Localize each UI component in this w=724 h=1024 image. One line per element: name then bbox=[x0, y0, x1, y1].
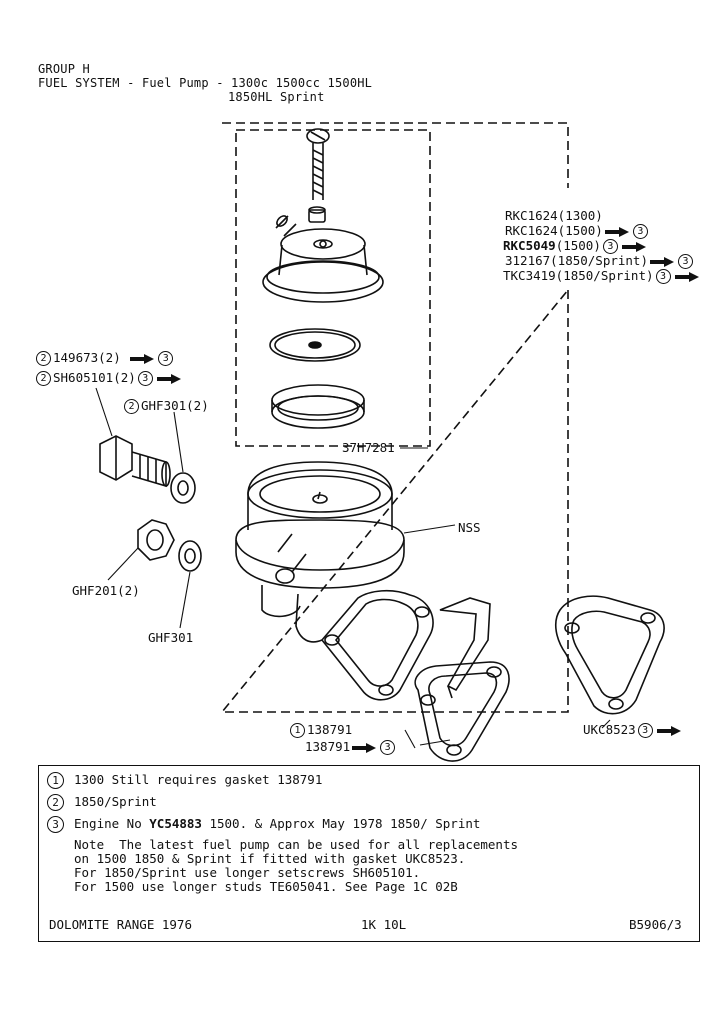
filter-disc bbox=[269, 328, 361, 362]
note-line: on 1500 1850 & Sprint if fitted with gas… bbox=[74, 851, 466, 866]
gasket-138791 bbox=[414, 661, 510, 762]
callout-138791-a-text: 138791 bbox=[307, 722, 353, 737]
arrow-icon bbox=[674, 271, 699, 282]
notes-box: 1 1300 Still requires gasket 138791 2 1850… bbox=[38, 765, 700, 942]
note-line: For 1500 use longer studs TE605041. See … bbox=[74, 879, 458, 894]
callout-rkc5049-suffix: (1500) bbox=[555, 238, 601, 253]
callout-rkc1624-1300: RKC1624(1300) bbox=[505, 208, 603, 223]
callout-rkc5049-part: RKC5049 bbox=[503, 238, 556, 253]
circle-ref-2: 2 bbox=[36, 371, 51, 386]
circle-ref-3: 3 bbox=[632, 224, 648, 239]
arrow-icon bbox=[130, 353, 155, 364]
arrow-icon bbox=[656, 725, 681, 736]
leader-lines bbox=[95, 387, 611, 749]
circle-ref-2: 2 bbox=[36, 351, 51, 366]
circle-ref-2: 2 bbox=[124, 399, 139, 414]
callout-ukc8523-text: UKC8523 bbox=[583, 722, 636, 737]
footer-page: 1K 10L bbox=[361, 917, 407, 932]
arrow-icon bbox=[604, 226, 629, 237]
note-3: 3 Engine No YC54883 1500. & Approx May 19… bbox=[47, 816, 480, 833]
footer-ref: B5906/3 bbox=[629, 917, 682, 932]
footer-range: DOLOMITE RANGE 1976 bbox=[49, 917, 192, 932]
note-3-engine-no: YC54883 bbox=[149, 816, 202, 831]
bolt-149673 bbox=[99, 435, 171, 488]
circle-ref-1: 1 bbox=[290, 723, 305, 738]
callout-tkc3419: TKC3419(1850/Sprint)3 bbox=[503, 268, 701, 284]
small-nut bbox=[308, 206, 326, 223]
callout-149673-text: 149673(2) bbox=[53, 350, 121, 365]
note-line: For 1850/Sprint use longer setscrews SH6… bbox=[74, 865, 421, 880]
note-1: 1 1300 Still requires gasket 138791 bbox=[47, 772, 322, 789]
callout-138791-b: 138791 3 bbox=[305, 739, 397, 755]
note-1-text: 1300 Still requires gasket 138791 bbox=[74, 772, 323, 787]
callout-rkc5049: RKC5049(1500)3 bbox=[503, 238, 648, 254]
callout-312167-text: 312167(1850/Sprint) bbox=[505, 253, 648, 268]
circle-ref-2: 2 bbox=[47, 794, 64, 811]
kit-dashed-box bbox=[235, 129, 431, 447]
arrow-icon bbox=[156, 373, 181, 384]
group-label: GROUP H bbox=[38, 62, 90, 76]
arrow-icon bbox=[650, 256, 674, 267]
sealing-ring bbox=[271, 384, 365, 429]
pump-body bbox=[235, 461, 491, 701]
circle-ref-3: 3 bbox=[137, 371, 153, 386]
callout-312167: 312167(1850/Sprint) 3 bbox=[505, 253, 695, 269]
circle-ref-3: 3 bbox=[655, 269, 671, 284]
nut-ghf201 bbox=[137, 519, 175, 561]
circle-ref-3: 3 bbox=[158, 351, 174, 366]
arrow-icon bbox=[621, 241, 646, 252]
washer-ghf301-upper bbox=[170, 472, 196, 504]
callout-sh605101-text: SH605101(2) bbox=[53, 370, 136, 385]
circle-ref-3: 3 bbox=[602, 239, 618, 254]
callout-ghf301-2-text: GHF301(2) bbox=[141, 398, 209, 413]
callout-nss: NSS bbox=[458, 520, 481, 535]
note-line: Note The latest fuel pump can be used fo… bbox=[74, 837, 519, 852]
circle-ref-3: 3 bbox=[380, 740, 396, 755]
note-3-prefix: Engine No bbox=[74, 816, 150, 831]
page-subtitle: 1850HL Sprint bbox=[228, 90, 325, 104]
top-cover bbox=[262, 228, 384, 303]
gasket-ukc8523 bbox=[554, 595, 665, 715]
callout-ghf301: GHF301 bbox=[148, 630, 194, 645]
callout-ghf201: GHF201(2) bbox=[72, 583, 140, 598]
note-3-suffix: 1500. & Approx May 1978 1850/ Sprint bbox=[201, 816, 481, 831]
arrow-icon bbox=[352, 742, 377, 753]
circle-ref-3: 3 bbox=[637, 723, 653, 738]
top-screw bbox=[306, 128, 330, 200]
circle-ref-3: 3 bbox=[47, 816, 64, 833]
callout-rkc1624-1500: RKC1624(1500) 3 bbox=[505, 223, 650, 239]
note-2-text: 1850/Sprint bbox=[74, 794, 157, 809]
outer-dashed-boundary bbox=[220, 122, 569, 713]
note-2: 2 1850/Sprint bbox=[47, 794, 157, 811]
circle-ref-1: 1 bbox=[47, 772, 64, 789]
page-title: FUEL SYSTEM - Fuel Pump - 1300c 1500cc 1… bbox=[38, 76, 373, 90]
circle-ref-3: 3 bbox=[678, 254, 693, 269]
callout-37h7281: 37H7281 bbox=[342, 440, 395, 455]
callout-rkc1624-1500-text: RKC1624(1500) bbox=[505, 223, 603, 238]
callout-138791-b-text: 138791 bbox=[305, 739, 351, 754]
washer-ghf301-lower bbox=[178, 540, 202, 572]
callout-tkc3419-text: TKC3419(1850/Sprint) bbox=[503, 268, 654, 283]
